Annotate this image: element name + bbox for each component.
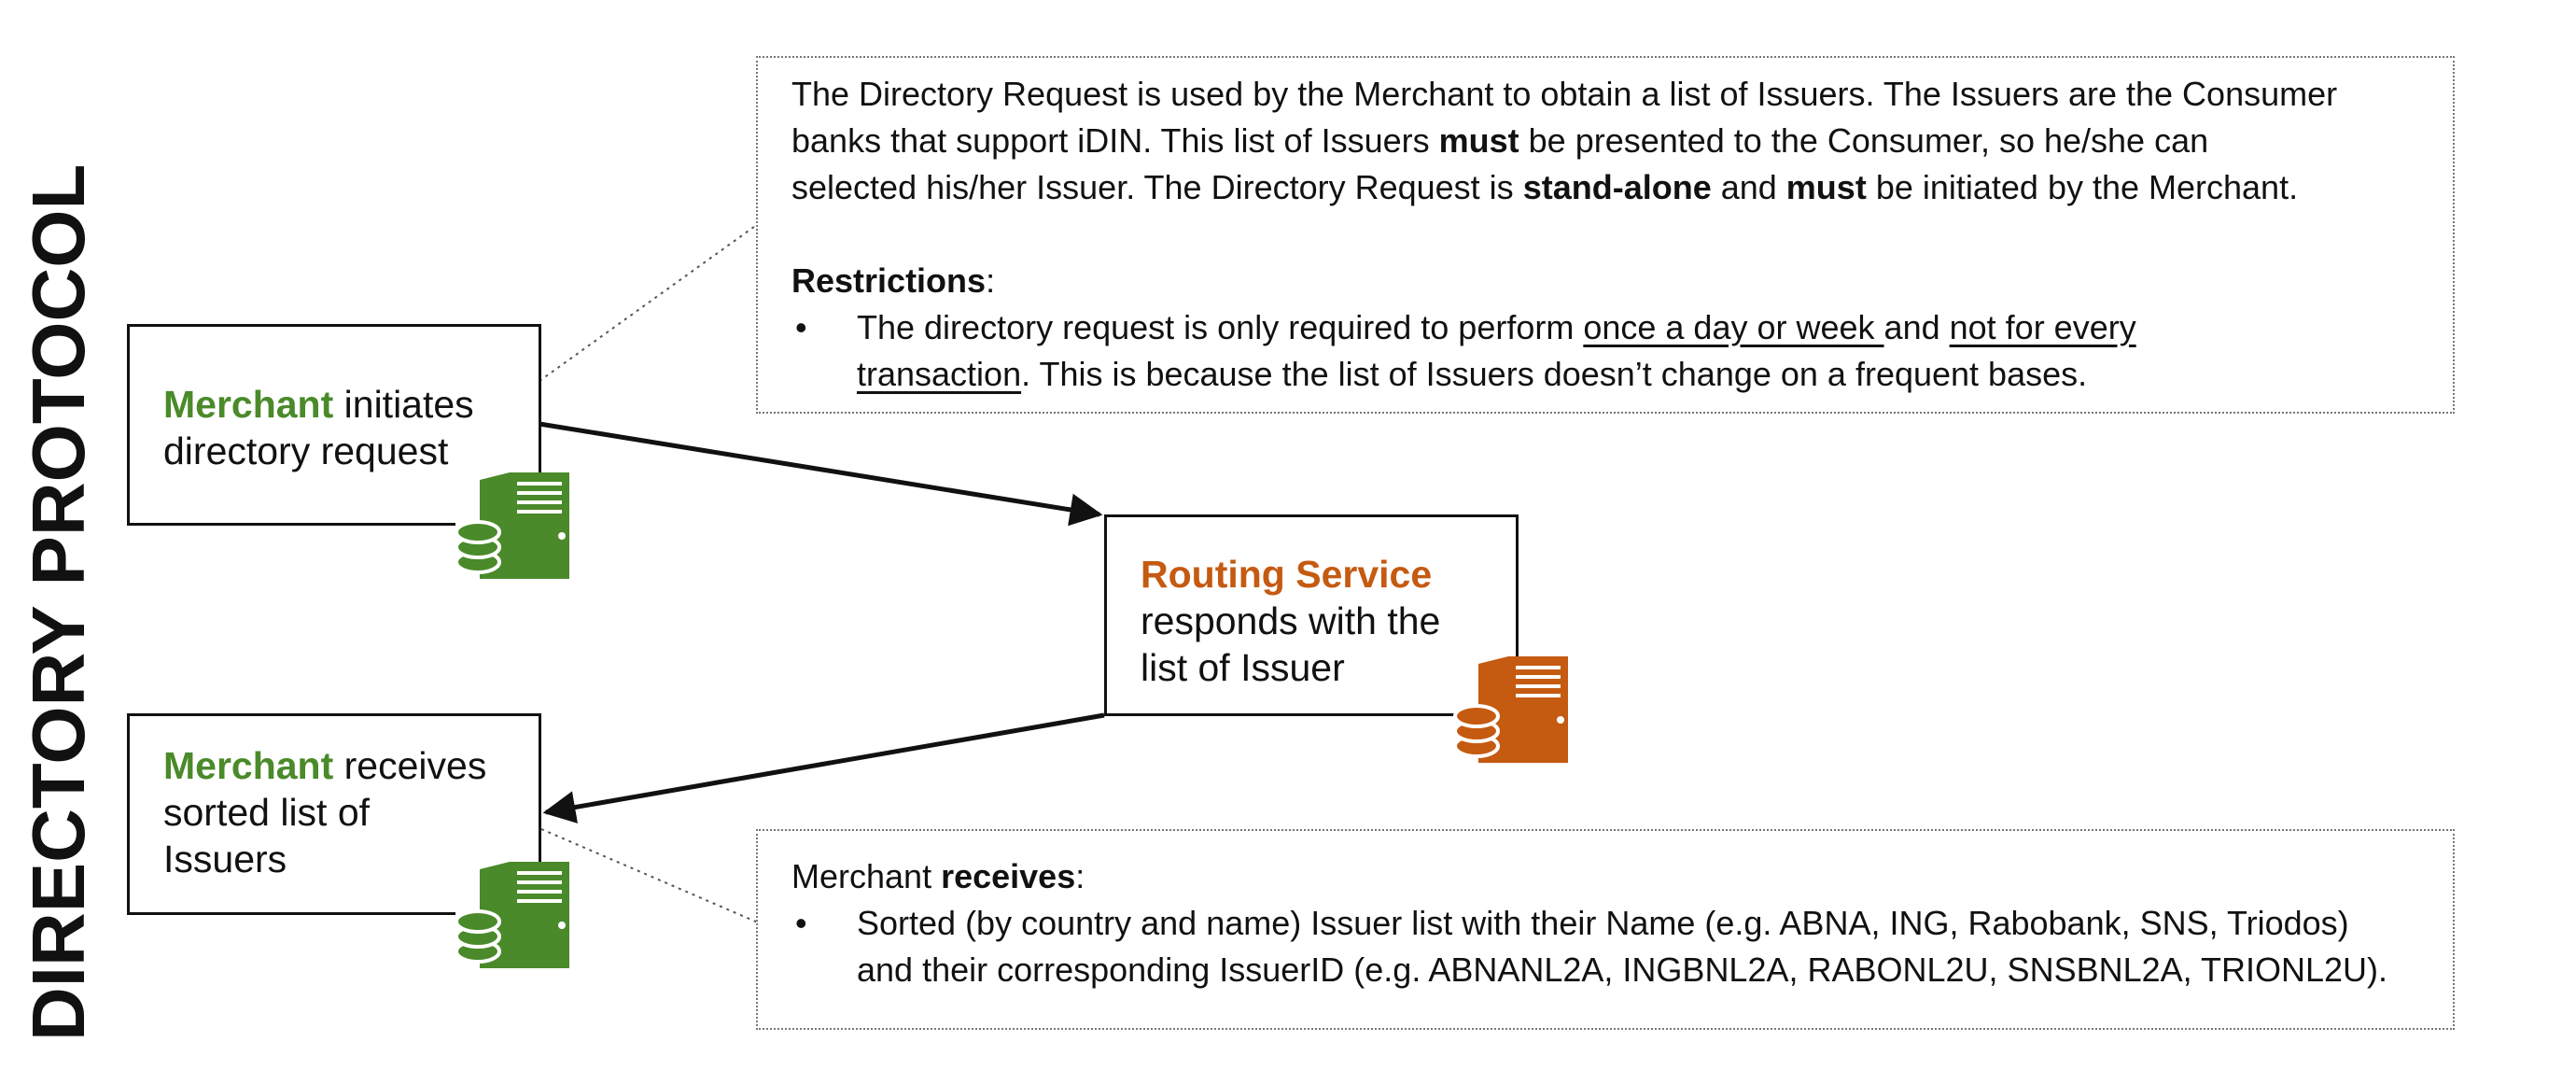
bullet-marker: • (795, 308, 807, 346)
server-icon (455, 862, 571, 968)
restrictions-heading: Restrictions: (791, 261, 996, 300)
merchant-label: Merchant (163, 383, 334, 426)
arrow-request (539, 421, 1103, 527)
note-line: selected his/her Issuer. The Directory R… (791, 168, 2299, 206)
restriction-item: • The directory request is only required… (791, 304, 2453, 398)
receives-item: • Sorted (by country and name) Issuer li… (791, 900, 2453, 993)
routing-service-label: Routing Service (1141, 553, 1433, 596)
merchant-label: Merchant (163, 744, 334, 787)
note-line: The Directory Request is used by the Mer… (791, 75, 2338, 113)
arrow-response (542, 712, 1105, 824)
server-icon (455, 472, 571, 579)
merchant-initiates-text: Merchant initiates directory request (163, 383, 474, 472)
note-merchant-receives: Merchant receives: • Sorted (by country … (756, 829, 2455, 1030)
routing-service-box: Routing Service responds with the list o… (1104, 514, 1519, 716)
routing-service-text: Routing Service responds with the list o… (1141, 553, 1441, 689)
receives-heading: Merchant receives: (791, 857, 1085, 895)
note-line: banks that support iDIN. This list of Is… (791, 121, 2209, 160)
callout-line-top (539, 223, 759, 382)
bullet-marker: • (795, 904, 807, 942)
callout-line-bottom (540, 828, 759, 923)
server-icon (1453, 656, 1570, 763)
note-directory-request: The Directory Request is used by the Mer… (756, 56, 2455, 414)
merchant-receives-text: Merchant receives sorted list of Issuers (163, 744, 487, 880)
